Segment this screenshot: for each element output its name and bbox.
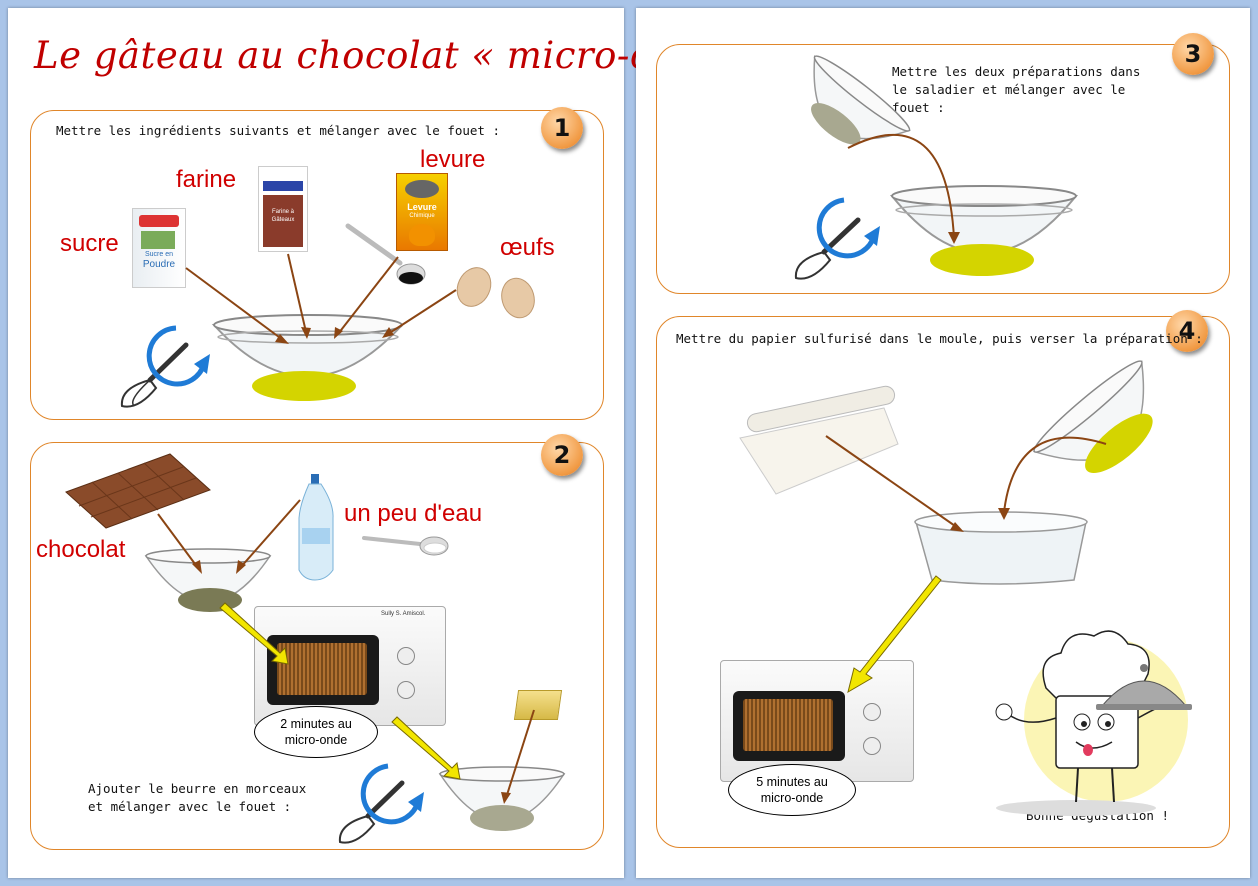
mixing-bowl-icon — [889, 185, 1079, 276]
chocolate-bowl-icon — [144, 548, 272, 612]
egg-icon — [456, 267, 492, 307]
sugar-pack-text-top: Sucre en — [144, 251, 174, 258]
microwave-time-text: 2 minutes au micro-onde — [280, 717, 352, 747]
step2-illustration — [65, 453, 566, 844]
rotation-arrow-icon — [816, 197, 877, 259]
left-page: Le gâteau au chocolat « micro-ondes » 1 … — [8, 8, 778, 878]
mixing-bowl-icon — [211, 314, 405, 401]
step3-instruction: Mettre les deux préparations dans le sal… — [892, 64, 1141, 115]
water-bottle-icon — [298, 474, 334, 581]
microwave-icon — [720, 660, 914, 782]
credit-label: Sully S. Amiscol. — [381, 611, 426, 617]
right-page: 3 Mettre les deux préparations dans le s… — [636, 8, 1250, 878]
label-flour: farine — [176, 166, 237, 193]
step1-arrows — [185, 253, 457, 341]
spoon-icon — [362, 536, 449, 556]
flour-pack-text: Gâteaux — [271, 217, 295, 223]
chef-mascot-icon — [995, 630, 1192, 816]
label-water: un peu d'eau — [344, 500, 483, 527]
tilted-bowl-icon — [1032, 360, 1153, 473]
label-eggs: œufs — [500, 234, 555, 261]
flour-pack-text-top: Farine à — [271, 209, 294, 215]
butter-bowl-icon — [438, 766, 566, 831]
rotation-arrow-icon — [146, 325, 207, 387]
microwave-time-text: 5 minutes au micro-onde — [756, 775, 828, 805]
spoon-icon — [345, 223, 426, 285]
yeast-pack-icon: Levure Chimique — [396, 173, 448, 251]
flour-pack-icon: Farine à Gâteaux — [258, 166, 308, 252]
step2-badge: 2 — [541, 434, 583, 476]
step2-instruction: Ajouter le beurre en morceaux et mélange… — [88, 781, 307, 814]
parchment-roll-icon — [739, 385, 899, 495]
chocolate-bar-icon — [65, 453, 211, 529]
step3-badge: 3 — [1172, 33, 1214, 75]
label-chocolate: chocolat — [36, 536, 126, 563]
label-sugar: sucre — [60, 230, 119, 257]
yeast-pack-text: Levure — [407, 202, 437, 212]
microwave-time-bubble: 5 minutes au micro-onde — [728, 764, 856, 816]
step4-instruction: Mettre du papier sulfurisé dans le moule… — [676, 331, 1203, 346]
step1-instruction: Mettre les ingrédients suivants et mélan… — [56, 123, 501, 138]
tilted-bowl-icon — [811, 55, 911, 145]
microwave-icon: Sully S. Amiscol. — [254, 606, 446, 726]
step4-badge: 4 — [1166, 310, 1208, 352]
right-illustration — [739, 55, 1192, 816]
sugar-box-icon: Sucre en Poudre — [132, 208, 186, 288]
baking-dish-icon — [914, 511, 1088, 585]
microwave-time-bubble: 2 minutes au micro-onde — [254, 706, 378, 758]
sugar-pack-text: Poudre — [142, 259, 176, 270]
egg-icon — [501, 277, 535, 319]
step1-illustration — [120, 223, 535, 408]
yeast-pack-text-bottom: Chimique — [409, 213, 435, 219]
step1-badge: 1 — [541, 107, 583, 149]
rotation-arrow-icon — [360, 763, 421, 825]
whisk-icon — [338, 780, 405, 844]
label-yeast: levure — [420, 146, 486, 173]
